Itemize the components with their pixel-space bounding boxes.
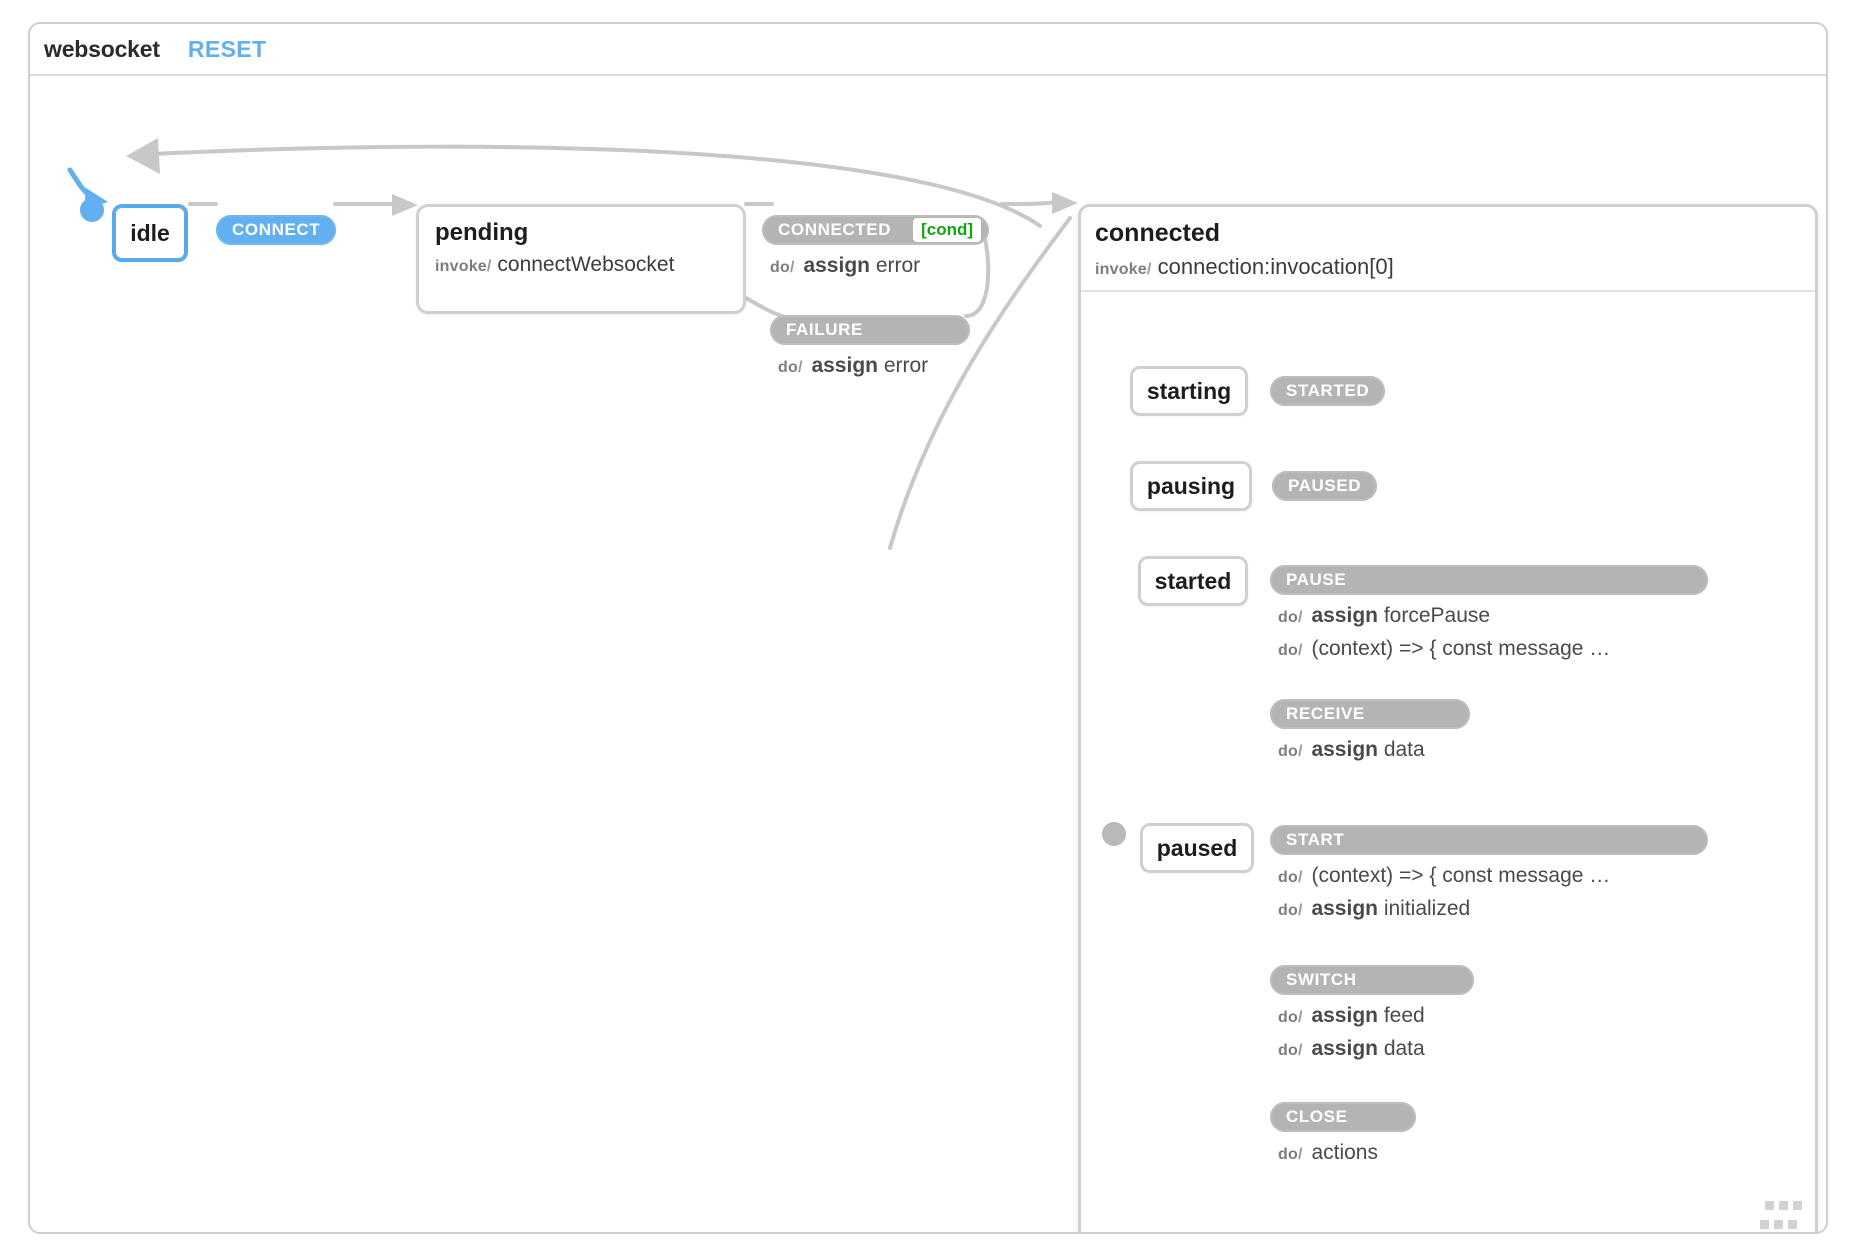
machine-header: websocket RESET — [30, 24, 1826, 76]
transition-receive[interactable]: RECEIVE do/ assign data — [1270, 699, 1570, 762]
state-node-connected-invoke: invoke/ connection:invocation[0] — [1095, 254, 1394, 279]
state-node-pausing-label: pausing — [1146, 472, 1236, 499]
transition-close[interactable]: CLOSE do/ actions — [1270, 1102, 1570, 1165]
event-chip-connect-label: CONNECT — [232, 220, 321, 239]
event-chip-switch[interactable]: SWITCH — [1270, 965, 1474, 995]
action-line: do/ assign data — [1278, 738, 1425, 761]
event-chip-connected-label: CONNECTED — [778, 220, 892, 239]
state-node-pending-invoke-src: connectWebsocket — [497, 253, 675, 276]
transition-pause[interactable]: PAUSE do/ assign forcePause do/ (context… — [1270, 565, 1720, 661]
initial-state-dot-machine — [80, 198, 104, 222]
state-node-connected-header: connected invoke/ connection:invocation[… — [1081, 207, 1815, 292]
action-line: do/ assign error — [778, 354, 929, 377]
event-chip-receive-label: RECEIVE — [1286, 704, 1365, 723]
event-chip-paused-label: PAUSED — [1288, 476, 1362, 495]
state-node-starting-label: starting — [1146, 377, 1232, 404]
state-node-starting[interactable]: starting — [1130, 366, 1248, 416]
reset-button[interactable]: RESET — [187, 35, 267, 62]
initial-state-dot-connected — [1102, 822, 1126, 846]
action-line: do/ (context) => { const message … — [1278, 864, 1611, 887]
action-line: do/ assign data — [1278, 1037, 1425, 1060]
event-chip-start-label: START — [1286, 830, 1345, 849]
event-chip-connect[interactable]: CONNECT — [216, 215, 337, 245]
connected-overflow-handle[interactable] — [1760, 1220, 1797, 1229]
state-node-connected-invoke-src: connection:invocation[0] — [1157, 254, 1394, 279]
action-line: do/ assign initialized — [1278, 897, 1471, 920]
event-chip-connected[interactable]: CONNECTED [cond] — [762, 215, 990, 245]
event-chip-close[interactable]: CLOSE — [1270, 1102, 1416, 1132]
machine-frame: websocket RESET — [28, 22, 1828, 1234]
action-line: do/ assign forcePause — [1278, 604, 1491, 627]
event-chip-switch-label: SWITCH — [1286, 970, 1357, 989]
event-chip-failure[interactable]: FAILURE — [770, 315, 970, 345]
event-chip-close-label: CLOSE — [1286, 1107, 1348, 1126]
guard-cond-badge: [cond] — [913, 218, 982, 242]
event-chip-pause[interactable]: PAUSE — [1270, 565, 1708, 595]
event-chip-start[interactable]: START — [1270, 825, 1708, 855]
transition-connected[interactable]: CONNECTED [cond] do/ assign error — [762, 215, 1002, 278]
state-node-idle-label: idle — [130, 219, 170, 246]
state-node-pending[interactable]: pending invoke/ connectWebsocket — [416, 204, 746, 314]
state-node-idle[interactable]: idle — [112, 204, 188, 262]
action-line: do/ assign error — [770, 254, 921, 277]
machine-title: websocket — [44, 35, 160, 62]
event-chip-started-label: STARTED — [1286, 381, 1370, 400]
state-node-pausing[interactable]: pausing — [1130, 461, 1252, 511]
event-chip-failure-label: FAILURE — [786, 320, 863, 339]
state-node-connected-label: connected — [1095, 219, 1221, 247]
action-line: do/ actions — [1278, 1141, 1378, 1164]
transition-start[interactable]: START do/ (context) => { const message …… — [1270, 825, 1720, 921]
transition-connect[interactable]: CONNECT — [216, 215, 337, 245]
canvas-overflow-handle[interactable] — [1765, 1201, 1802, 1210]
transition-failure[interactable]: FAILURE do/ assign error — [770, 315, 1010, 378]
statechart-canvas[interactable]: idle CONNECT pending invoke/ connectWebs… — [30, 78, 1826, 1232]
action-line: do/ (context) => { const message … — [1278, 637, 1611, 660]
event-chip-receive[interactable]: RECEIVE — [1270, 699, 1470, 729]
state-node-paused[interactable]: paused — [1140, 823, 1254, 873]
transition-started[interactable]: STARTED — [1270, 376, 1386, 406]
state-node-pending-invoke: invoke/ connectWebsocket — [435, 253, 675, 276]
event-chip-pause-label: PAUSE — [1286, 570, 1347, 589]
state-node-paused-label: paused — [1156, 834, 1238, 861]
event-chip-started[interactable]: STARTED — [1270, 376, 1386, 406]
transition-paused[interactable]: PAUSED — [1272, 471, 1378, 501]
state-node-started-label: started — [1154, 567, 1232, 594]
transition-switch[interactable]: SWITCH do/ assign feed do/ assign data — [1270, 965, 1590, 1061]
action-line: do/ assign feed — [1278, 1004, 1425, 1027]
event-chip-paused[interactable]: PAUSED — [1272, 471, 1378, 501]
state-node-started[interactable]: started — [1138, 556, 1248, 606]
state-node-pending-label: pending — [435, 219, 529, 246]
